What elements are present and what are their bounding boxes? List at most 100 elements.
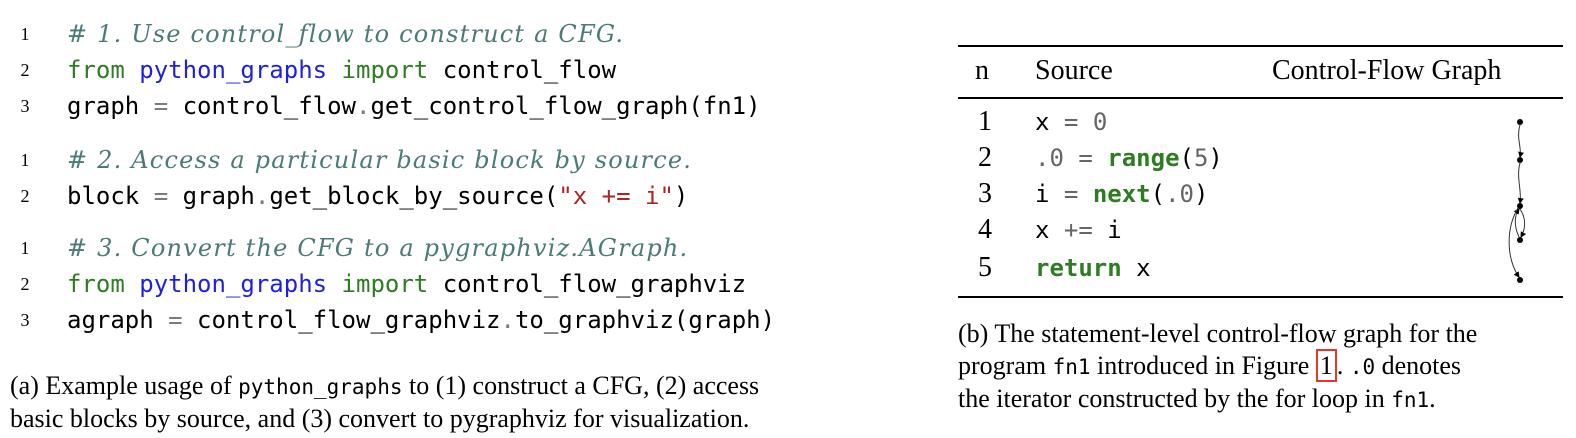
line-number: 2 [20, 60, 30, 80]
source-token [1093, 144, 1107, 172]
code-token: to_graphviz(graph) [514, 306, 776, 334]
table-header-rule [958, 97, 1563, 99]
table-bottom-rule [958, 296, 1563, 298]
table-top-rule [958, 45, 1563, 47]
code-token [125, 270, 139, 298]
line-number: 3 [20, 96, 30, 116]
source-token: x [1121, 254, 1151, 282]
code-token: # 3. Convert the CFG to a pygraphviz.AGr… [67, 234, 689, 262]
source-token: i [1035, 180, 1064, 208]
cfg-node-5 [1517, 277, 1523, 283]
source-token: = [1063, 180, 1079, 208]
header-n: n [975, 55, 989, 86]
source-token: return [1035, 254, 1122, 282]
code-token: control_flow_graphviz [182, 306, 501, 334]
cfg-edge-1-2 [1518, 124, 1525, 158]
line-number: 2 [20, 274, 30, 294]
code-token: import [341, 56, 429, 84]
code-text: # 3. Convert the CFG to a pygraphviz.AGr… [67, 230, 688, 266]
code-token: python_graphs [139, 270, 328, 298]
line-number: 1 [20, 150, 30, 170]
code-token: graph [67, 92, 154, 120]
source-token: range [1107, 144, 1180, 172]
caption-b: (b) The statement-level control-flow gra… [958, 319, 1478, 413]
source-token: x [1035, 216, 1064, 244]
row-source: .0 = range(5) [1035, 144, 1223, 172]
source-token: ( [1179, 144, 1194, 172]
code-token [125, 56, 139, 84]
cfg-node-3 [1517, 203, 1523, 209]
source-token: += [1063, 216, 1093, 244]
code-token: get_control_flow_graph(fn1) [370, 92, 761, 120]
line-number: 1 [20, 24, 30, 44]
code-token: control_flow [168, 92, 356, 120]
code-text: from python_graphs import control_flow [67, 52, 616, 88]
row-number: 2 [978, 142, 992, 173]
control-flow-graph [1508, 119, 1527, 283]
header-source: Source [1035, 55, 1113, 86]
line-number: 3 [20, 310, 30, 330]
row-number: 3 [978, 178, 992, 209]
code-token: . [356, 92, 371, 120]
code-token: # 2. Access a particular basic block by … [67, 146, 693, 174]
row-number: 1 [978, 106, 992, 137]
caption-a: (a) Example usage of python_graphs to (1… [10, 371, 760, 433]
line-number: 2 [20, 186, 30, 206]
source-token: ) [1193, 180, 1209, 208]
code-token: from [67, 270, 125, 298]
code-text: from python_graphs import control_flow_g… [67, 266, 746, 302]
code-token: control_flow [428, 56, 617, 84]
caption-a-code: python_graphs [238, 375, 403, 399]
cfg-edge-4-3 [1513, 208, 1520, 238]
source-token: = [1078, 144, 1093, 172]
code-text: graph = control_flow.get_control_flow_gr… [67, 88, 761, 124]
cfg-edge-2-3 [1517, 162, 1524, 204]
code-token: . [500, 306, 515, 334]
source-token: 5 [1193, 144, 1209, 172]
code-text: block = graph.get_block_by_source("x += … [67, 178, 688, 214]
cfg-node-2 [1517, 157, 1523, 163]
code-token [327, 270, 341, 298]
code-token: python_graphs [139, 56, 328, 84]
source-token: ) [1208, 144, 1223, 172]
source-token [1064, 144, 1078, 172]
code-token: agraph [67, 306, 169, 334]
source-token [1078, 108, 1092, 136]
code-text: agraph = control_flow_graphviz.to_graphv… [67, 302, 775, 338]
code-token: = [153, 182, 169, 210]
row-source: x = 0 [1035, 108, 1107, 136]
source-token: .0 [1035, 144, 1064, 172]
cfg-node-4 [1517, 237, 1523, 243]
code-token: "x += i" [558, 182, 674, 210]
source-token: = [1063, 108, 1079, 136]
code-token: ) [673, 182, 689, 210]
cfg-edge-3-5 [1508, 207, 1520, 278]
code-text: # 2. Access a particular basic block by … [67, 142, 692, 178]
source-token: ( [1150, 180, 1166, 208]
source-token: 0 [1092, 108, 1108, 136]
source-token: i [1092, 216, 1122, 244]
code-token: . [254, 182, 270, 210]
code-token: = [153, 92, 169, 120]
code-token: = [168, 306, 183, 334]
row-number: 5 [978, 252, 992, 283]
source-token [1078, 180, 1092, 208]
row-source: x += i [1035, 216, 1122, 244]
row-source: return x [1035, 254, 1151, 282]
cfg-edge-3-4 [1519, 208, 1527, 238]
cfg-node-1 [1517, 119, 1523, 125]
row-source: i = next(.0) [1035, 180, 1208, 208]
source-token: .0 [1165, 180, 1194, 208]
source-token: x [1035, 108, 1064, 136]
code-token: # 1. Use control_flow to construct a CFG… [67, 20, 625, 48]
code-token: from [67, 56, 125, 84]
figure-reference-link[interactable]: 1 [1315, 349, 1337, 382]
code-token: graph [168, 182, 255, 210]
code-token [327, 56, 341, 84]
code-text: # 1. Use control_flow to construct a CFG… [67, 16, 624, 52]
code-token: get_block_by_source( [269, 182, 559, 210]
code-token: block [67, 182, 154, 210]
code-token: control_flow_graphviz [428, 270, 747, 298]
code-token: import [341, 270, 429, 298]
header-control-flow-graph: Control-Flow Graph [1272, 55, 1502, 86]
